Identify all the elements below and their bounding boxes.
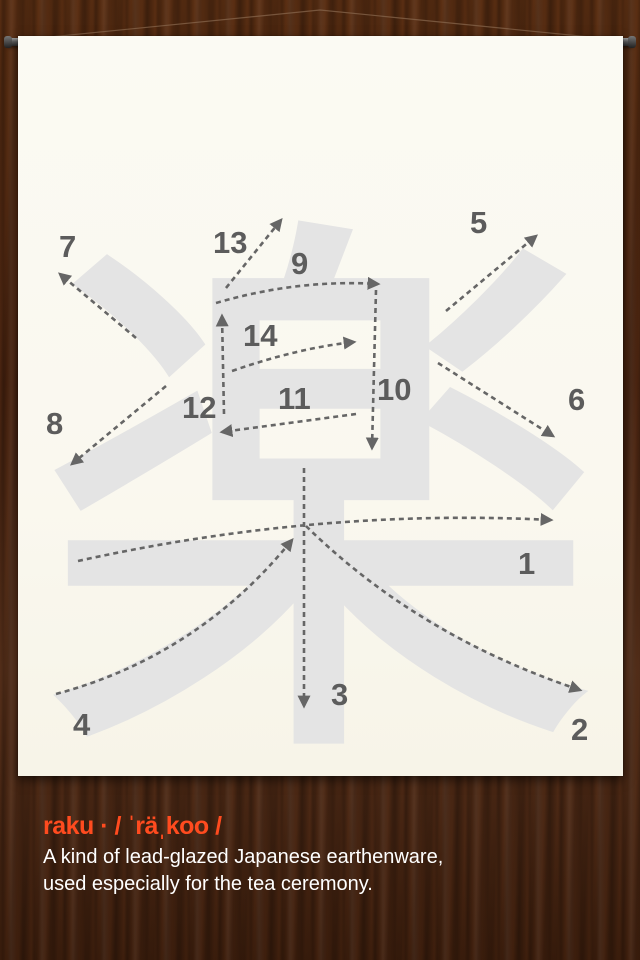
definition-line-1: A kind of lead-glazed Japanese earthenwa… xyxy=(43,846,444,868)
stroke-path-2 xyxy=(305,525,583,693)
stroke-number-5: 5 xyxy=(470,205,488,240)
stroke-number-4: 4 xyxy=(73,707,91,742)
stroke-number-11: 11 xyxy=(278,381,311,416)
stroke-path-14 xyxy=(231,336,357,373)
kanji-stroke-diagram: 楽 xyxy=(36,173,604,776)
stroke-path-6 xyxy=(437,361,556,438)
stroke-number-9: 9 xyxy=(291,246,309,281)
stroke-path-9 xyxy=(215,276,381,305)
stroke-number-2: 2 xyxy=(571,712,589,747)
dictionary-entry: raku · / ˈräˌkoo / A kind of lead-glazed… xyxy=(43,812,623,898)
stroke-path-7 xyxy=(58,272,137,339)
kanji-character: 楽 xyxy=(40,177,600,776)
stroke-path-13 xyxy=(224,217,283,289)
headword-pronunciation: raku · / ˈräˌkoo / xyxy=(43,812,222,840)
stroke-path-5 xyxy=(445,234,538,312)
stroke-number-3: 3 xyxy=(331,677,349,712)
rod-end-left xyxy=(4,36,12,48)
stroke-number-6: 6 xyxy=(568,382,586,417)
stroke-number-10: 10 xyxy=(377,372,412,407)
definition-line-2: used especially for the tea ceremony. xyxy=(43,873,373,895)
stroke-number-8: 8 xyxy=(46,406,64,441)
stroke-number-13: 13 xyxy=(213,225,248,260)
stroke-number-7: 7 xyxy=(59,229,77,264)
kanji-scroll: 楽 1 2 3 4 5 xyxy=(18,36,623,776)
stroke-number-14: 14 xyxy=(243,318,278,353)
stroke-number-1: 1 xyxy=(518,546,536,581)
stroke-path-12 xyxy=(215,313,229,415)
stroke-path-4 xyxy=(55,537,294,696)
stroke-path-8 xyxy=(69,384,167,466)
rod-end-right xyxy=(628,36,636,48)
stroke-number-12: 12 xyxy=(182,390,217,425)
stroke-path-1 xyxy=(77,512,554,563)
stroke-path-11 xyxy=(219,412,357,438)
hanger-string xyxy=(39,9,601,39)
definition: A kind of lead-glazed Japanese earthenwa… xyxy=(43,844,623,898)
